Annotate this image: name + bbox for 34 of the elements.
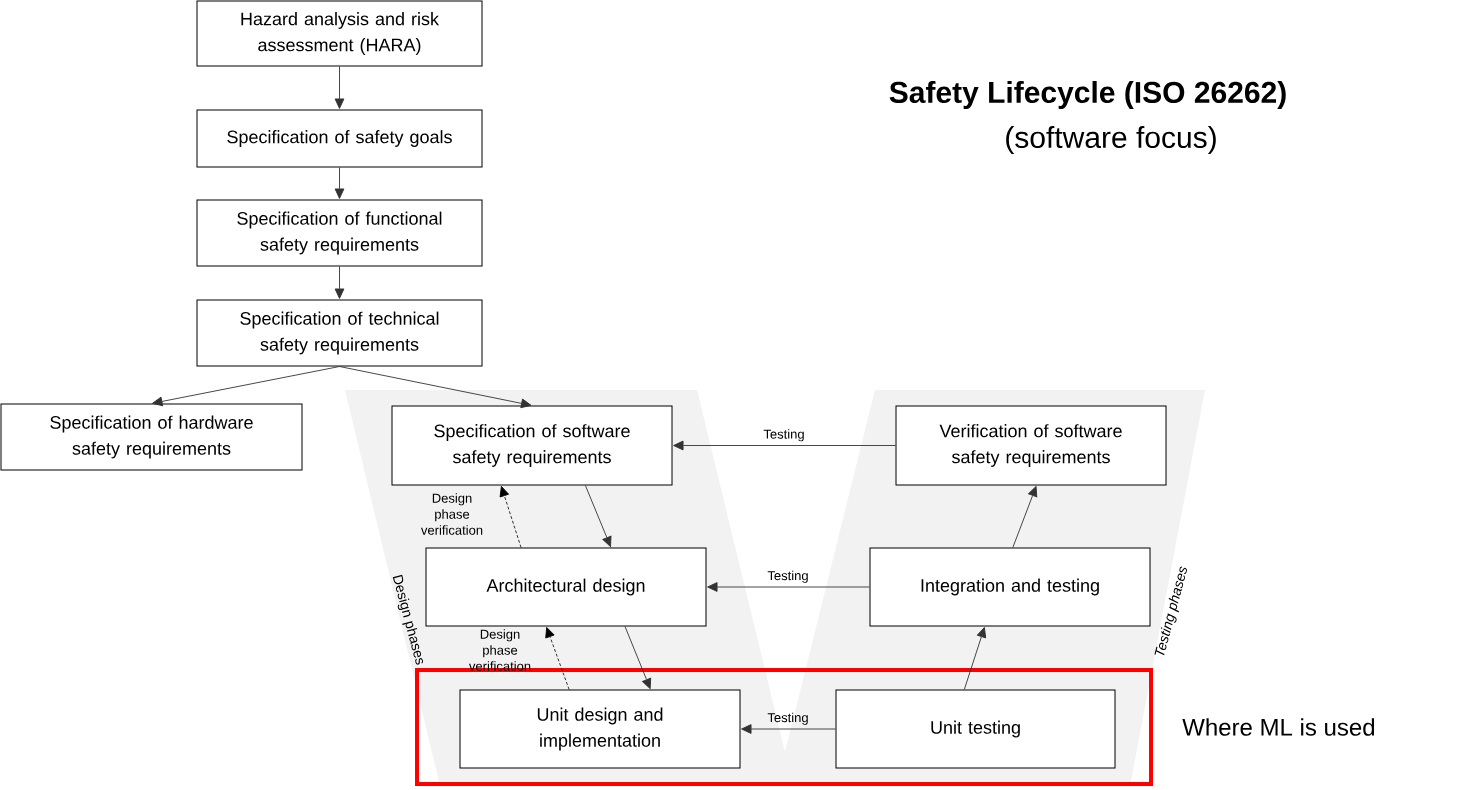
edge-label: Testing bbox=[767, 712, 808, 725]
edge-label: Design phase verification bbox=[421, 493, 483, 535]
arrow bbox=[334, 266, 345, 299]
arrow bbox=[673, 440, 896, 451]
arrow bbox=[707, 582, 870, 592]
process-box: Specification of safety goals bbox=[196, 109, 483, 168]
process-box: Specification of functional safety requirements bbox=[196, 199, 483, 267]
arrow bbox=[152, 366, 340, 407]
side-note: Where ML is used bbox=[1182, 718, 1375, 736]
process-box: Specification of software safety requirements bbox=[391, 405, 673, 486]
title: Safety Lifecycle (ISO 26262) bbox=[889, 81, 1286, 109]
arrow bbox=[963, 627, 987, 690]
subtitle: (software focus) bbox=[1006, 126, 1216, 154]
process-box: Unit design and implementation bbox=[459, 689, 741, 769]
arrow bbox=[1012, 486, 1038, 548]
process-box: Integration and testing bbox=[869, 547, 1151, 627]
process-box: Hazard analysis and risk assessment (HARA) bbox=[196, 0, 483, 67]
side-label: Design phases bbox=[392, 574, 424, 665]
arrow bbox=[624, 626, 652, 689]
arrow bbox=[334, 66, 345, 109]
arrow bbox=[584, 485, 612, 547]
arrow bbox=[339, 366, 532, 409]
side-label: Testing phases bbox=[1154, 566, 1187, 656]
process-box: Unit testing bbox=[835, 689, 1116, 769]
edge-label: Testing bbox=[763, 429, 804, 442]
process-box: Architectural design bbox=[425, 547, 707, 627]
arrow bbox=[741, 724, 836, 734]
arrow bbox=[334, 167, 345, 199]
process-box: Verification of software safety requirements bbox=[895, 405, 1167, 486]
edge-label: Testing bbox=[767, 570, 808, 583]
process-box: Specification of hardware safety requirements bbox=[0, 403, 303, 471]
arrow bbox=[499, 486, 522, 548]
arrow bbox=[545, 627, 570, 690]
process-box: Specification of technical safety requirements bbox=[196, 299, 483, 367]
